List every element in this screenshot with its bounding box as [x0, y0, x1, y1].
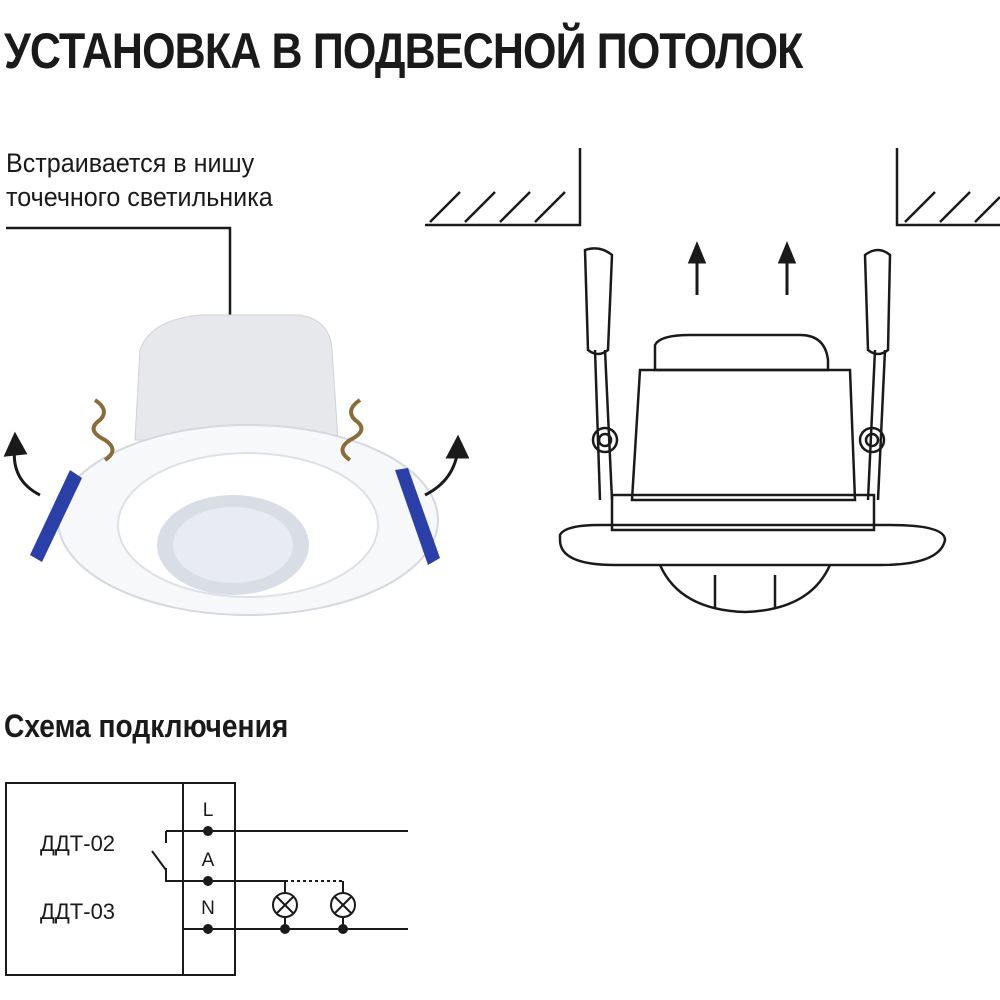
callout-line-1: Встраивается в нишу: [6, 148, 255, 178]
rotate-arrow-left-icon: [3, 431, 41, 497]
terminal-label-n: N: [201, 898, 215, 919]
model-label-ddt02: ДДТ-02: [40, 831, 116, 856]
terminal-dots: [203, 826, 348, 934]
model-label-ddt03: ДДТ-03: [40, 899, 116, 924]
spring-clip-left-drawing: [583, 247, 619, 501]
spring-clip-left: [91, 398, 115, 462]
terminal-label-a: A: [201, 850, 215, 871]
clip-blue-left: [30, 470, 82, 562]
rotate-arrow-right-icon: [424, 434, 470, 497]
lamp-icon: [272, 881, 298, 929]
sensor-photo: [3, 314, 470, 616]
ceiling-right: [895, 148, 1000, 227]
installation-drawing: [425, 148, 1000, 614]
ceiling-left: [425, 148, 582, 227]
wiring-schematic: [5, 782, 408, 976]
lamp-icon: [330, 881, 356, 929]
spring-clip-right: [340, 398, 364, 462]
spring-clip-right-drawing: [858, 248, 892, 501]
terminal-label-l: L: [202, 800, 214, 821]
schematic-title: Схема подключения: [4, 708, 289, 744]
page-title: УСТАНОВКА В ПОДВЕСНОЙ ПОТОЛОК: [4, 23, 803, 79]
callout-line-2: точечного светильника: [6, 182, 273, 212]
arrow-up-icon: [687, 241, 797, 295]
clip-blue-right: [395, 468, 440, 565]
callout-text: Встраивается в нишу точечного светильник…: [6, 146, 273, 214]
